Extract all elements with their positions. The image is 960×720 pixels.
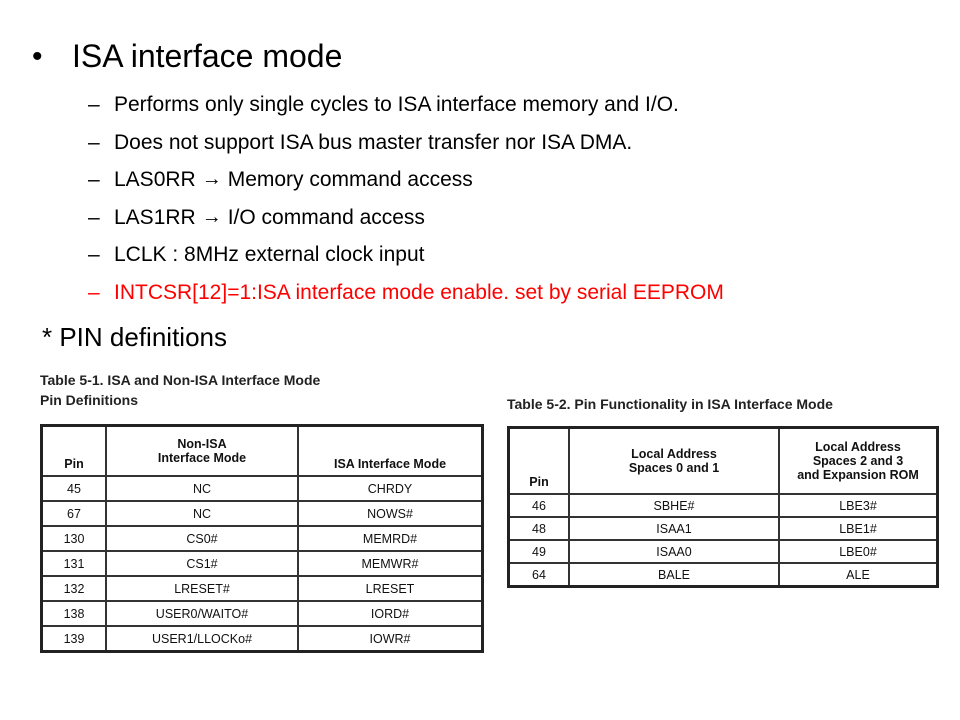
isa-cell: MEMWR# <box>297 550 484 577</box>
table2-caption: Table 5-2. Pin Functionality in ISA Inte… <box>507 396 833 412</box>
space23-cell: LBE3# <box>778 493 939 518</box>
pin-cell: 45 <box>40 475 107 502</box>
table1-caption-line1: Table 5-1. ISA and Non-ISA Interface Mod… <box>40 372 321 388</box>
list-item: – LAS1RR → I/O command access <box>88 199 724 237</box>
pin-cell: 67 <box>40 500 107 527</box>
column-header: Pin <box>40 424 107 477</box>
non-isa-cell: USER1/LLOCKo# <box>105 625 299 653</box>
pin-cell: 139 <box>40 625 107 653</box>
header-line: and Expansion ROM <box>797 468 919 482</box>
pin-cell: 48 <box>507 516 570 541</box>
list-item: – Does not support ISA bus master transf… <box>88 124 724 162</box>
non-isa-cell: CS0# <box>105 525 299 552</box>
isa-cell: IOWR# <box>297 625 484 653</box>
dash-icon: – <box>88 243 100 266</box>
dash-icon: – <box>88 280 100 304</box>
pin-cell: 138 <box>40 600 107 627</box>
right-arrow-icon: → <box>201 205 222 228</box>
item-left-text: LAS0RR <box>114 168 196 191</box>
space23-cell: LBE1# <box>778 516 939 541</box>
isa-cell: MEMRD# <box>297 525 484 552</box>
space23-cell: ALE <box>778 562 939 588</box>
pin-cell: 132 <box>40 575 107 602</box>
space23-cell: LBE0# <box>778 539 939 564</box>
pin-cell: 46 <box>507 493 570 518</box>
pin-cell: 131 <box>40 550 107 577</box>
item-text: Performs only single cycles to ISA inter… <box>114 93 679 116</box>
list-item: – LAS0RR → Memory command access <box>88 161 724 199</box>
pin-cell: 49 <box>507 539 570 564</box>
non-isa-cell: CS1# <box>105 550 299 577</box>
dash-icon: – <box>88 130 100 154</box>
space01-cell: BALE <box>568 562 780 588</box>
item-right-text: I/O command access <box>227 205 425 229</box>
header-line: Non-ISA <box>177 437 227 451</box>
header-line: Interface Mode <box>157 451 247 465</box>
list-item-highlight: – INTCSR[12]=1:ISA interface mode enable… <box>88 274 724 312</box>
bullet-icon: • <box>32 39 43 73</box>
non-isa-cell: NC <box>105 475 299 502</box>
space01-cell: ISAA0 <box>568 539 780 564</box>
item-right-text: Memory command access <box>227 168 473 191</box>
header-line: Local Address <box>815 440 901 454</box>
non-isa-cell: LRESET# <box>105 575 299 602</box>
pin-cell: 64 <box>507 562 570 588</box>
column-header: ISA Interface Mode <box>297 424 484 477</box>
dash-icon: – <box>88 205 100 229</box>
non-isa-cell: USER0/WAITO# <box>105 600 299 627</box>
header-line: Spaces 0 and 1 <box>628 461 720 475</box>
isa-cell: NOWS# <box>297 500 484 527</box>
item-left-text: LAS1RR <box>114 205 196 229</box>
space01-cell: SBHE# <box>568 493 780 518</box>
space01-cell: ISAA1 <box>568 516 780 541</box>
list-item: – LCLK : 8MHz external clock input <box>88 236 724 274</box>
item-text: INTCSR[12]=1:ISA interface mode enable. … <box>114 280 724 304</box>
isa-cell: IORD# <box>297 600 484 627</box>
table1-caption: Table 5-1. ISA and Non-ISA Interface Mod… <box>40 370 320 410</box>
non-isa-cell: NC <box>105 500 299 527</box>
dash-icon: – <box>88 93 100 116</box>
pin-cell: 130 <box>40 525 107 552</box>
pin-definitions-heading: * PIN definitions <box>42 322 227 352</box>
header-line: Local Address <box>631 447 717 461</box>
isa-cell: CHRDY <box>297 475 484 502</box>
header-line: Spaces 2 and 3 <box>812 454 904 468</box>
item-text: Does not support ISA bus master transfer… <box>114 130 633 154</box>
title-row: • ISA interface mode <box>32 38 342 75</box>
isa-cell: LRESET <box>297 575 484 602</box>
sub-bullet-list: – Performs only single cycles to ISA int… <box>88 86 724 311</box>
table1-caption-line2: Pin Definitions <box>40 392 138 408</box>
list-item: – Performs only single cycles to ISA int… <box>88 86 724 124</box>
item-text: LCLK : 8MHz external clock input <box>114 243 425 266</box>
slide-title: ISA interface mode <box>72 38 343 74</box>
dash-icon: – <box>88 168 100 191</box>
column-header: Pin <box>507 426 570 495</box>
right-arrow-icon: → <box>201 168 222 190</box>
